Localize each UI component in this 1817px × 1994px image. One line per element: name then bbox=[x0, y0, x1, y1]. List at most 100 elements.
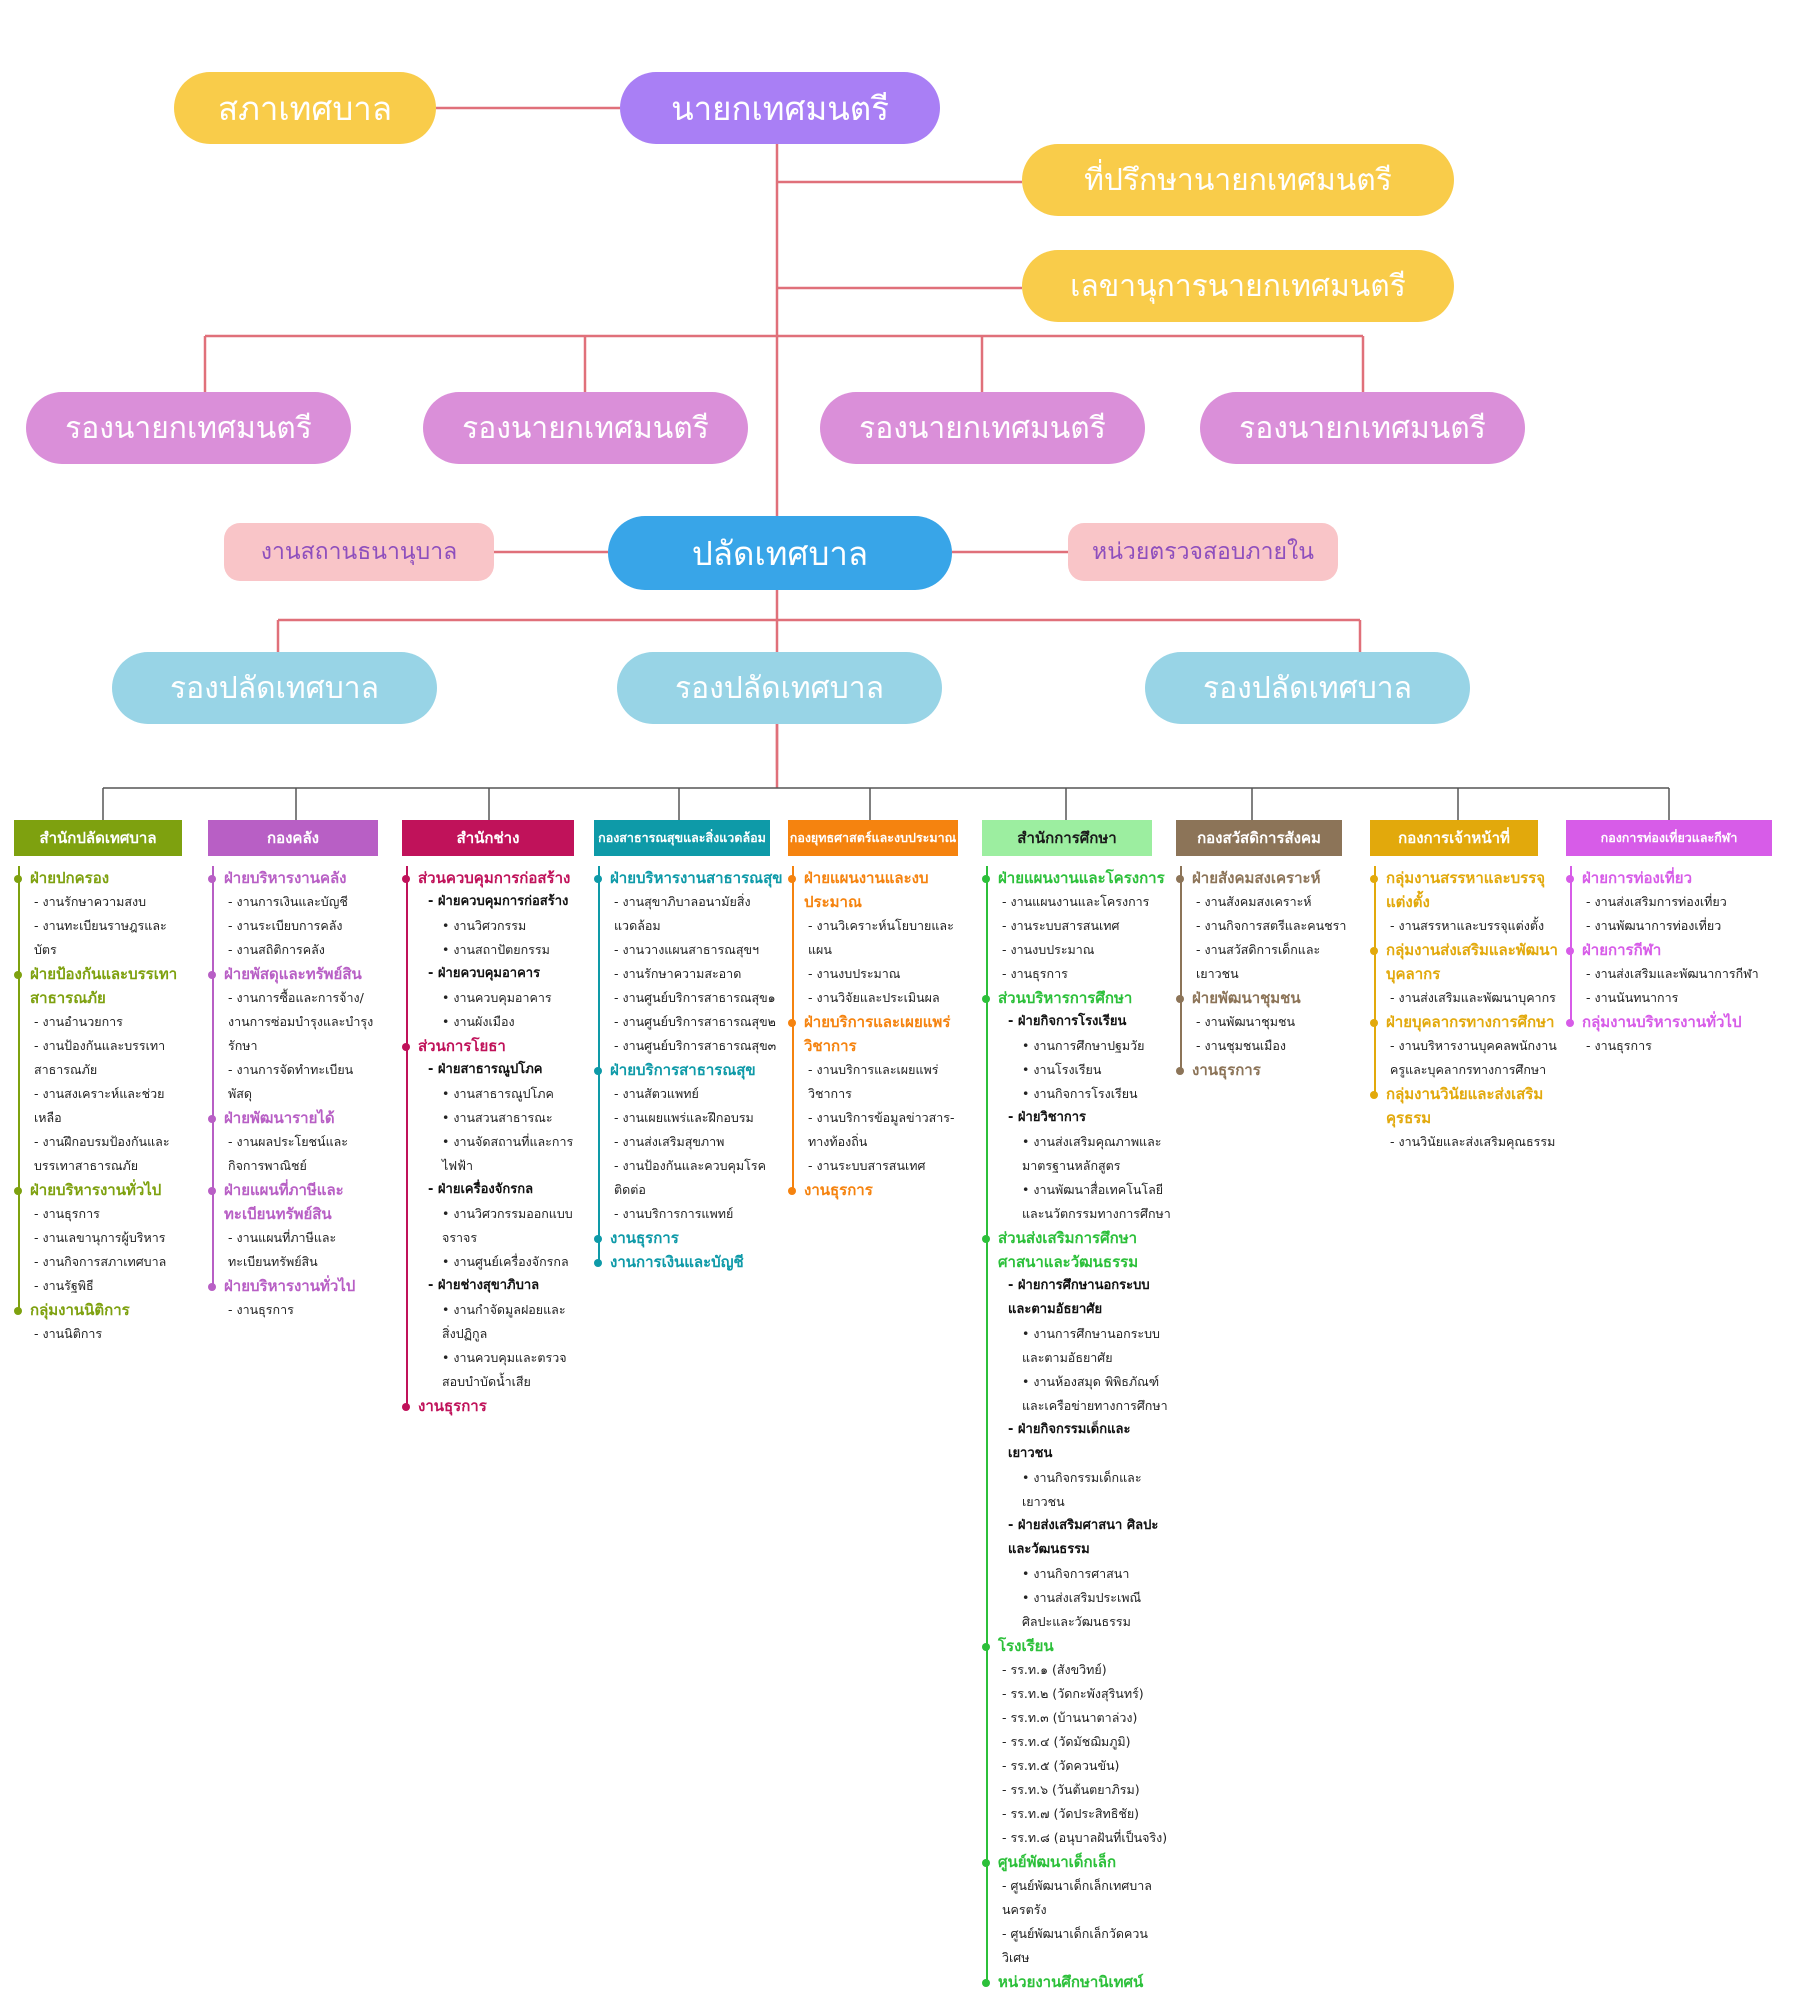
section-heading: กลุ่มงานวินัยและส่งเสริมคุรธรม bbox=[1370, 1082, 1560, 1130]
division-tree-line bbox=[18, 866, 20, 1310]
section-heading: หน่วยงานศึกษานิเทศน์ bbox=[982, 1970, 1172, 1994]
deputy-mayor-label-2: รองนายกเทศมนตรี bbox=[462, 410, 709, 446]
section-heading: ฝ่ายพัฒนารายได้ bbox=[208, 1106, 376, 1130]
task-item: - รร.ท.๖ (วันต้นตยาภิรม) bbox=[1002, 1782, 1140, 1797]
task-item: - งานสัตวแพทย์ bbox=[614, 1086, 699, 1101]
bullet-dot bbox=[1566, 1019, 1574, 1027]
task-item: • งานผังเมือง bbox=[442, 1014, 515, 1029]
deputy-mayor-label-1: รองนายกเทศมนตรี bbox=[65, 410, 312, 446]
task-item: - งานนันทนาการ bbox=[1586, 990, 1679, 1005]
task-item: - งานสรรหาและบรรจุแต่งตั้ง bbox=[1390, 918, 1545, 933]
task-item: - งานการซื้อและการจ้าง/งานการซ่อมบำรุงแล… bbox=[228, 990, 374, 1053]
section-heading-text: ฝ่ายบริหารงานทั่วไป bbox=[30, 1181, 162, 1199]
task-item: • งานส่งเสริมประเพณี ศิลปะและวัฒนธรรม bbox=[1022, 1590, 1142, 1629]
section-heading-text: ฝ่ายปกครอง bbox=[30, 869, 110, 887]
task-item: • งานสวนสาธารณะ bbox=[442, 1110, 553, 1125]
division-column: ฝ่ายสังคมสงเคราะห์- งานสังคมสงเคราะห์- ง… bbox=[1176, 866, 1362, 1082]
section-heading-text: งานธุรการ bbox=[804, 1181, 873, 1199]
bullet-dot bbox=[788, 1019, 796, 1027]
section-heading-text: ฝ่ายแผนงานและโครงการ bbox=[998, 869, 1165, 887]
bullet-dot bbox=[14, 1307, 22, 1315]
bullet-dot bbox=[208, 1115, 216, 1123]
section-heading-text: ฝ่ายบริการและเผยแพร่วิชาการ bbox=[804, 1013, 951, 1055]
task-item: - งานรัฐพิธี bbox=[34, 1278, 94, 1293]
bullet-dot bbox=[1566, 875, 1574, 883]
task-item: • งานกิจการโรงเรียน bbox=[1022, 1086, 1138, 1101]
deputy-clerk-label-1: รองปลัดเทศบาล bbox=[169, 670, 380, 706]
section-heading: ฝ่ายบริหารงานทั่วไป bbox=[208, 1274, 376, 1298]
internal-audit-box: หน่วยตรวจสอบภายใน bbox=[1068, 523, 1338, 581]
section-heading: ฝ่ายบริหารงานคลัง bbox=[208, 866, 376, 890]
section-heading-text: ส่วนการโยธา bbox=[418, 1037, 506, 1055]
secretary-box: เลขานุการนายกเทศมนตรี bbox=[1022, 250, 1454, 322]
bullet-dot bbox=[982, 995, 990, 1003]
section-heading: ฝ่ายแผนงานและโครงการ bbox=[982, 866, 1172, 890]
section-heading-text: งานธุรการ bbox=[418, 1397, 487, 1415]
task-item: • งานกิจการศาสนา bbox=[1022, 1566, 1130, 1581]
task-item: • งานสถาปัตยกรรม bbox=[442, 942, 550, 957]
section-heading: ส่วนส่งเสริมการศึกษาศาสนาและวัฒนธรรม bbox=[982, 1226, 1172, 1274]
task-item: - งานทะเบียนราษฎรและบัตร bbox=[34, 918, 167, 957]
section-heading-text: กลุ่มงานบริหารงานทั่วไป bbox=[1582, 1013, 1742, 1031]
section-heading-text: ฝ่ายป้องกันและบรรเทาสาธารณภัย bbox=[30, 965, 178, 1007]
mayor-label: นายกเทศมนตรี bbox=[671, 88, 889, 128]
task-item: - งานกิจการสตรีและคนชรา bbox=[1196, 918, 1347, 933]
section-heading-text: ศูนย์พัฒนาเด็กเล็ก bbox=[998, 1853, 1117, 1871]
section-heading-text: ฝ่ายบริการสาธารณสุข bbox=[610, 1061, 756, 1079]
task-item: - งานส่งเสริมและพัฒนาการกีฬา bbox=[1586, 966, 1759, 981]
division-column: ส่วนควบคุมการก่อสร้าง- ฝ่ายควบคุมการก่อส… bbox=[402, 866, 578, 1418]
task-item: - งานธุรการ bbox=[228, 1302, 294, 1317]
section-heading: กลุ่มงานส่งเสริมและพัฒนาบุคลากร bbox=[1370, 938, 1560, 986]
section-heading-text: โรงเรียน bbox=[998, 1637, 1054, 1655]
bullet-dot bbox=[208, 971, 216, 979]
advisor-label: ที่ปรึกษานายกเทศมนตรี bbox=[1084, 162, 1392, 198]
task-item: - งานผลประโยชน์และกิจการพาณิชย์ bbox=[228, 1134, 348, 1173]
task-item: - รร.ท.๒ (วัดกะพังสุรินทร์) bbox=[1002, 1686, 1144, 1701]
bullet-dot bbox=[208, 875, 216, 883]
division-column: ฝ่ายการท่องเที่ยว- งานส่งเสริมการท่องเที… bbox=[1566, 866, 1788, 1058]
secretary-label: เลขานุการนายกเทศมนตรี bbox=[1070, 268, 1406, 304]
task-item: • งานโรงเรียน bbox=[1022, 1062, 1102, 1077]
section-heading-text: ส่วนควบคุมการก่อสร้าง bbox=[418, 869, 571, 887]
task-item: - งานศูนย์บริการสาธารณสุข๒ bbox=[614, 1014, 776, 1029]
bullet-dot bbox=[788, 875, 796, 883]
task-item: • งานส่งเสริมคุณภาพและมาตรฐานหลักสูตร bbox=[1022, 1134, 1162, 1173]
bullet-dot bbox=[1176, 1067, 1184, 1075]
section-heading: ฝ่ายแผนงานและงบประมาณ bbox=[788, 866, 972, 914]
subsection-item: - ฝ่ายช่างสุขาภิบาล bbox=[428, 1278, 540, 1293]
task-item: - งานแผนที่ภาษีและทะเบียนทรัพย์สิน bbox=[228, 1230, 337, 1269]
task-item: - งานระบบสารสนเทศ bbox=[1002, 918, 1120, 933]
task-item: • งานศูนย์เครื่องจักรกล bbox=[442, 1254, 569, 1269]
task-item: - งานบริหารงานบุคคลพนักงานครูและบุคลากรท… bbox=[1390, 1038, 1557, 1077]
subsection-item: - ฝ่ายเครื่องจักรกล bbox=[428, 1182, 534, 1197]
bullet-dot bbox=[1176, 995, 1184, 1003]
section-heading: ฝ่ายสังคมสงเคราะห์ bbox=[1176, 866, 1362, 890]
section-heading: งานธุรการ bbox=[1176, 1058, 1362, 1082]
division-tree-line bbox=[792, 866, 794, 1190]
section-heading-text: ฝ่ายแผนที่ภาษีและทะเบียนทรัพย์สิน bbox=[224, 1181, 344, 1223]
bullet-dot bbox=[14, 971, 22, 979]
subsection-item: - ฝ่ายสาธารณูปโภค bbox=[428, 1062, 543, 1077]
task-item: - งานวิจัยและประเมินผล bbox=[808, 990, 940, 1005]
subsection-item: - ฝ่ายวิชาการ bbox=[1008, 1110, 1087, 1125]
task-item: - งานแผนงานและโครงการ bbox=[1002, 894, 1150, 909]
section-heading-text: ฝ่ายการกีฬา bbox=[1582, 941, 1662, 959]
section-heading-text: ฝ่ายพัฒนาชุมชน bbox=[1192, 989, 1301, 1007]
section-heading: ฝ่ายบุคลากรทางการศึกษา bbox=[1370, 1010, 1560, 1034]
task-item: • งานการศึกษาปฐมวัย bbox=[1022, 1038, 1145, 1053]
section-heading-text: งานธุรการ bbox=[610, 1229, 679, 1247]
section-heading: กลุ่มงานสรรหาและบรรจุแต่งตั้ง bbox=[1370, 866, 1560, 914]
task-item: - งานบริการการแพทย์ bbox=[614, 1206, 734, 1221]
section-heading: กลุ่มงานบริหารงานทั่วไป bbox=[1566, 1010, 1788, 1034]
bullet-dot bbox=[402, 875, 410, 883]
task-item: - งานวิเคราะห์นโยบายและแผน bbox=[808, 918, 954, 957]
section-heading: งานธุรการ bbox=[594, 1226, 786, 1250]
division-header: กองการเจ้าหน้าที่ bbox=[1370, 820, 1538, 856]
section-heading: งานธุรการ bbox=[788, 1178, 972, 1202]
section-heading-text: ส่วนบริหารการศึกษา bbox=[998, 989, 1133, 1007]
bullet-dot bbox=[594, 1235, 602, 1243]
section-heading: ฝ่ายการกีฬา bbox=[1566, 938, 1788, 962]
task-item: - งานธุรการ bbox=[34, 1206, 100, 1221]
council-label: สภาเทศบาล bbox=[217, 88, 393, 128]
division-header: สำนักปลัดเทศบาล bbox=[14, 820, 182, 856]
